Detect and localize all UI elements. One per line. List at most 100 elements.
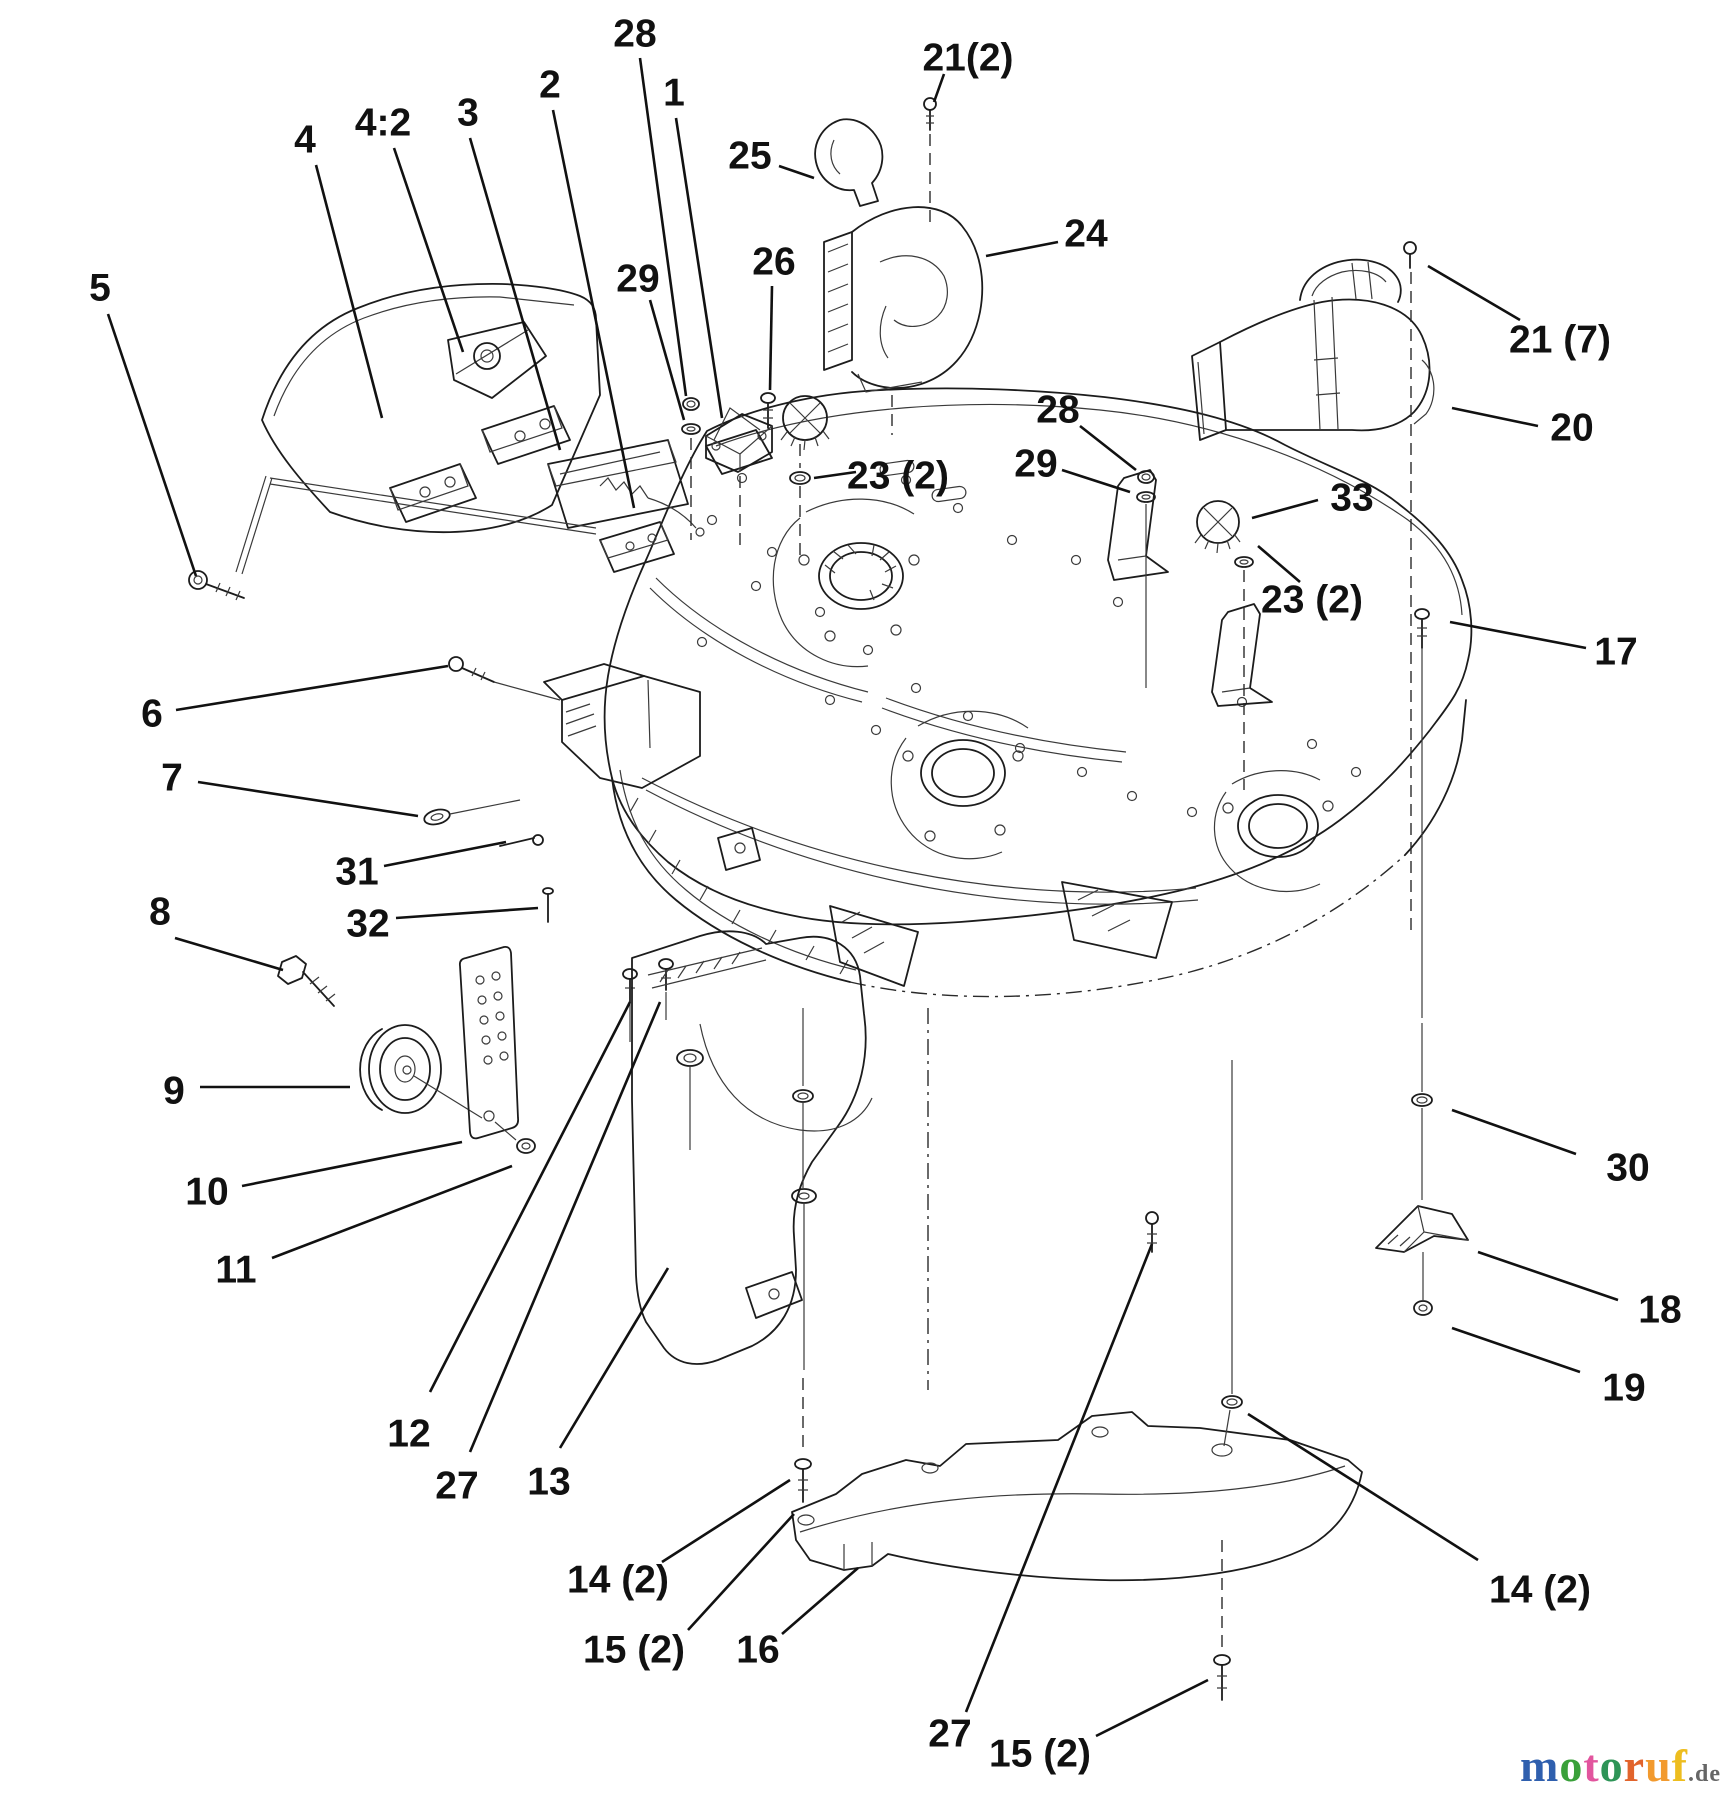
spindle-center — [890, 710, 1029, 860]
lower-center — [622, 930, 873, 1503]
leader-line-c23b — [1257, 545, 1301, 583]
washer-14b — [1221, 1395, 1243, 1409]
watermark-letter: o — [1559, 1740, 1584, 1791]
leader-line-c19 — [1451, 1326, 1581, 1374]
callout-c5: 5 — [89, 266, 111, 309]
leader-line-c7 — [197, 780, 419, 818]
callout-c23a: 23 (2) — [847, 454, 949, 497]
clip-7 — [423, 808, 451, 826]
leader-line-c20 — [1451, 406, 1539, 428]
deck-holes — [696, 459, 1362, 818]
pin-31 — [499, 834, 544, 847]
watermark-letter: f — [1671, 1740, 1688, 1791]
flanged-nut — [676, 1049, 704, 1067]
screw-21-2 — [923, 97, 937, 131]
callout-c29a: 29 — [616, 257, 659, 300]
watermark-letter: u — [1645, 1740, 1672, 1791]
leader-line-c18 — [1477, 1250, 1619, 1302]
leader-line-c25 — [778, 164, 815, 180]
leader-line-c27b — [964, 1243, 1154, 1713]
callout-c16: 16 — [736, 1628, 779, 1671]
callout-c20: 20 — [1550, 406, 1593, 449]
callout-c27b: 27 — [928, 1712, 971, 1755]
callout-c15a: 15 (2) — [583, 1628, 685, 1671]
top-hardware — [681, 392, 1430, 1018]
leader-line-c11 — [271, 1164, 513, 1260]
callout-c23b: 23 (2) — [1261, 578, 1363, 621]
pin-32 — [542, 887, 554, 923]
leader-line-c8 — [174, 936, 284, 972]
leader-line-c15a — [687, 1513, 795, 1631]
leader-line-c27a — [468, 1001, 662, 1453]
knob-26 — [780, 395, 830, 451]
callout-c21_7: 21 (7) — [1509, 318, 1611, 361]
leader-line-c21_2 — [932, 73, 946, 103]
watermark-letter: o — [1599, 1740, 1624, 1791]
deflector-13 — [631, 930, 873, 1365]
watermark-suffix: .de — [1688, 1761, 1721, 1787]
left-hardware — [277, 656, 561, 1154]
leader-line-c5 — [106, 313, 198, 577]
leader-line-c14b — [1247, 1412, 1479, 1562]
discharge-chute-20 — [1191, 241, 1435, 930]
leader-line-c28a — [638, 57, 688, 397]
spindle-right — [1213, 770, 1334, 893]
right-column — [1375, 1023, 1469, 1316]
callout-c4_2: 4:2 — [355, 101, 411, 144]
callout-c9: 9 — [163, 1069, 185, 1112]
bracket-1 — [705, 413, 773, 473]
callout-c21_2: 21(2) — [922, 36, 1013, 79]
callout-c14a: 14 (2) — [567, 1558, 669, 1601]
washer-23b — [1234, 556, 1254, 568]
bracket-25 — [814, 118, 884, 207]
deck-brackets — [543, 407, 1273, 987]
leader-line-c2 — [551, 109, 636, 509]
bolt-6 — [448, 656, 495, 683]
leader-line-c31 — [383, 840, 507, 868]
screw-15a — [794, 1458, 812, 1503]
leader-line-c28b — [1079, 424, 1137, 472]
deflector-nut — [791, 1188, 817, 1204]
callout-c3: 3 — [457, 91, 479, 134]
leader-line-c32 — [395, 906, 539, 920]
leader-line-c23a — [813, 470, 857, 480]
leader-line-c29a — [648, 299, 686, 421]
callout-c25: 25 — [728, 134, 771, 177]
nut-28b — [1137, 470, 1155, 484]
leader-line-c29b — [1061, 468, 1131, 494]
leader-line-c6 — [175, 664, 449, 712]
callout-c26: 26 — [752, 240, 795, 283]
bracket-18 — [1375, 1205, 1469, 1253]
blower-housing-24 — [814, 97, 984, 435]
callout-c31: 31 — [335, 850, 378, 893]
callout-c27a: 27 — [435, 1464, 478, 1507]
leader-line-c4 — [314, 164, 384, 419]
callout-c15b: 15 (2) — [989, 1732, 1091, 1775]
washer-30 — [1411, 1093, 1433, 1107]
bolt-5 — [188, 570, 245, 601]
callout-c30: 30 — [1606, 1146, 1649, 1189]
callout-c2: 2 — [539, 63, 561, 106]
leader-line-c13 — [558, 1267, 670, 1449]
callout-c24: 24 — [1064, 212, 1108, 255]
leader-line-c3 — [468, 137, 562, 451]
callout-c29b: 29 — [1014, 442, 1057, 485]
washer-14a — [792, 1089, 814, 1103]
callout-c10: 10 — [185, 1170, 228, 1213]
callout-c8: 8 — [149, 890, 171, 933]
callout-c18: 18 — [1638, 1288, 1681, 1331]
callout-c11: 11 — [215, 1248, 256, 1291]
callout-c1: 1 — [663, 71, 685, 114]
callout-c28a: 28 — [613, 12, 656, 55]
leader-line-c17 — [1449, 620, 1587, 650]
washer-29b — [1136, 491, 1156, 503]
screw-21-7 — [1403, 241, 1417, 269]
spindle-left — [772, 498, 920, 668]
gauge-wheel-9 — [359, 1024, 442, 1114]
screw-17 — [1414, 608, 1430, 649]
washer-29a — [681, 423, 701, 435]
callout-c33: 33 — [1330, 476, 1373, 519]
